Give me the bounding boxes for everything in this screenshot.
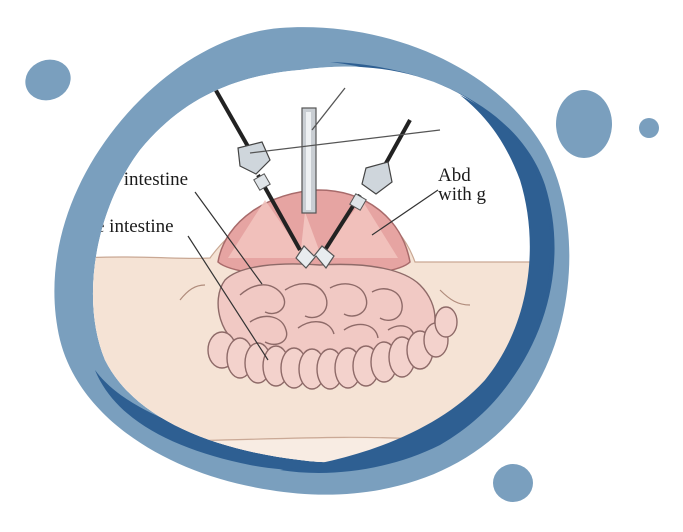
decor-dot-right-small bbox=[639, 118, 659, 138]
label-abdomen-line1: Abd bbox=[438, 165, 471, 186]
label-large-intestine: e intestine bbox=[96, 216, 174, 237]
inner-illustration: all intestine e intestine Abd with g bbox=[92, 66, 543, 463]
laparoscopic-instruments bbox=[208, 79, 441, 270]
decor-dot-bottom bbox=[493, 464, 533, 502]
large-intestine bbox=[207, 306, 458, 390]
label-abdomen-line2: with g bbox=[438, 184, 487, 205]
decor-dot-right-large bbox=[556, 90, 612, 158]
decor-dot-top-left bbox=[25, 59, 71, 101]
leader-lines bbox=[187, 189, 439, 361]
